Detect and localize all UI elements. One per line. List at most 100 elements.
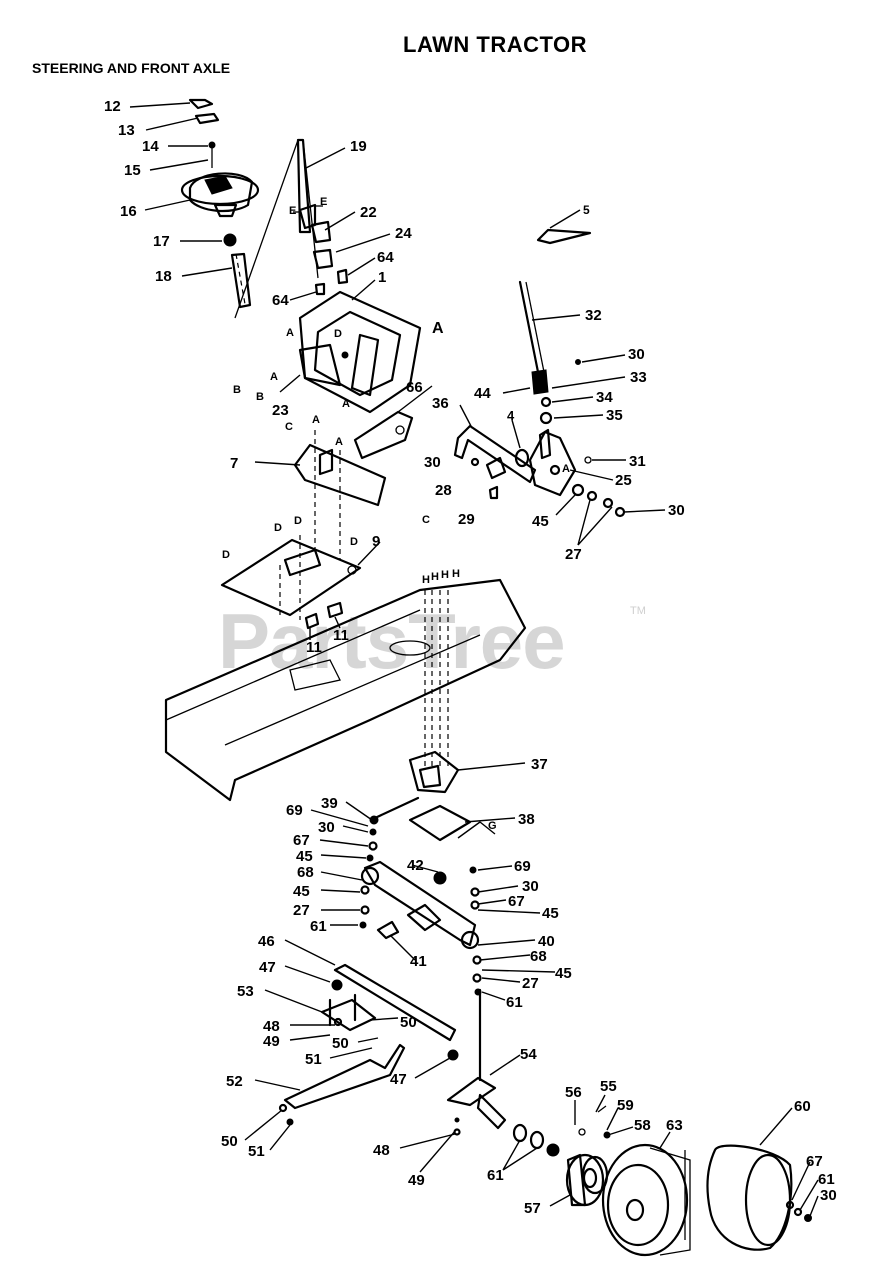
callout-label: 48 bbox=[373, 1142, 390, 1159]
ref-letter: E bbox=[289, 205, 296, 217]
callout-label: 11 bbox=[306, 639, 322, 656]
frame-rail-part bbox=[164, 578, 527, 802]
callout-label: 45 bbox=[532, 513, 549, 530]
callout-label: 45 bbox=[296, 848, 313, 865]
callout-label: 61 bbox=[818, 1171, 835, 1188]
callout-label: 53 bbox=[237, 983, 254, 1000]
callout-label: 47 bbox=[390, 1071, 407, 1088]
callout-label: 61 bbox=[310, 918, 327, 935]
ref-letter: H bbox=[422, 574, 430, 586]
callout-label: 36 bbox=[432, 395, 449, 412]
ref-letter: D bbox=[350, 536, 358, 548]
callout-label: 18 bbox=[155, 268, 172, 285]
callout-label: 56 bbox=[565, 1084, 582, 1101]
callout-label: 46 bbox=[258, 933, 275, 950]
washer-67-61-30-part bbox=[785, 1200, 812, 1222]
ref-letter: H bbox=[431, 571, 439, 583]
bolt-39-part bbox=[369, 796, 420, 825]
callout-label: 39 bbox=[321, 795, 338, 812]
callout-label: 40 bbox=[538, 933, 555, 950]
callout-label: 30 bbox=[424, 454, 441, 471]
callout-label: 29 bbox=[458, 511, 475, 528]
callout-label: 49 bbox=[408, 1172, 425, 1189]
callout-label: 15 bbox=[124, 162, 141, 179]
callout-label: 69 bbox=[286, 802, 303, 819]
callout-label: 14 bbox=[142, 138, 159, 155]
reference-letters: E E A D A A B B A A A C C D D D D G H H … bbox=[222, 196, 570, 832]
ref-letter: B bbox=[256, 391, 264, 403]
callout-label: 17 bbox=[153, 233, 170, 250]
callout-label: 1 bbox=[378, 269, 386, 286]
callout-label: 68 bbox=[530, 948, 547, 965]
ref-letter: H bbox=[452, 568, 460, 580]
drag-link-46-part bbox=[331, 963, 459, 1061]
callout-label: 32 bbox=[585, 307, 602, 324]
callout-label: 30 bbox=[318, 819, 335, 836]
ref-letter: A bbox=[286, 327, 294, 339]
washer-61-part bbox=[512, 1123, 560, 1157]
callout-label: 63 bbox=[666, 1117, 683, 1134]
gear-part bbox=[310, 220, 349, 296]
tire-60-part bbox=[684, 1144, 793, 1251]
callout-label: 66 bbox=[406, 379, 423, 396]
steering-shaft-part bbox=[223, 233, 252, 309]
callout-label: 55 bbox=[600, 1078, 617, 1095]
hub-57-part bbox=[565, 1153, 609, 1207]
floor-plate-9-part bbox=[220, 538, 362, 617]
support-7-part bbox=[279, 430, 387, 620]
front-axle-40-part bbox=[360, 860, 480, 950]
callout-label: 5 bbox=[583, 203, 590, 217]
callout-label: 60 bbox=[794, 1098, 811, 1115]
ref-letter: A bbox=[270, 371, 278, 383]
callout-label: 42 bbox=[407, 857, 424, 874]
ref-letter: D bbox=[334, 328, 342, 340]
callout-label: 50 bbox=[332, 1035, 349, 1052]
callout-label: 69 bbox=[514, 858, 531, 875]
callout-label: 45 bbox=[555, 965, 572, 982]
pinion-25-part bbox=[528, 428, 577, 497]
callout-label: 30 bbox=[628, 346, 645, 363]
callout-label: 16 bbox=[120, 203, 137, 220]
bracket-38-part bbox=[408, 804, 472, 842]
callout-label: 38 bbox=[518, 811, 535, 828]
callout-label: 35 bbox=[606, 407, 623, 424]
callout-label: 45 bbox=[293, 883, 310, 900]
callout-label: 68 bbox=[297, 864, 314, 881]
callout-label: 19 bbox=[350, 138, 367, 155]
ref-letter: A bbox=[312, 414, 320, 426]
callout-label: 31 bbox=[629, 453, 646, 470]
rim-63-part bbox=[601, 1143, 691, 1257]
callout-label: 33 bbox=[630, 369, 647, 386]
fastener-56-59-part bbox=[453, 1105, 611, 1139]
callout-label: 59 bbox=[617, 1097, 634, 1114]
bracket-66-part bbox=[353, 410, 414, 460]
section-title: STEERING AND FRONT AXLE bbox=[32, 60, 231, 76]
callout-label: 7 bbox=[230, 455, 238, 472]
callout-label: 23 bbox=[272, 402, 289, 419]
callout-label: 67 bbox=[293, 832, 310, 849]
ref-letter: D bbox=[274, 522, 282, 534]
callout-label: 27 bbox=[565, 546, 582, 563]
callout-label: 30 bbox=[820, 1187, 837, 1204]
callout-label: 47 bbox=[259, 959, 276, 976]
ref-letter: A bbox=[342, 398, 350, 410]
ref-letter: A bbox=[335, 436, 343, 448]
callout-label: 41 bbox=[410, 953, 427, 970]
page-title: LAWN TRACTOR bbox=[403, 32, 588, 57]
callout-label: 57 bbox=[524, 1200, 541, 1217]
ref-letter: H bbox=[441, 569, 449, 581]
callout-label: 4 bbox=[507, 408, 515, 423]
steering-cap-part bbox=[188, 98, 220, 125]
callout-label: 30 bbox=[522, 878, 539, 895]
callout-label: 24 bbox=[395, 225, 412, 242]
callout-label: 50 bbox=[221, 1133, 238, 1150]
callout-numbers: 12 13 14 15 16 17 18 19 22 24 64 64 1 5 … bbox=[104, 98, 837, 1217]
rod-36-part bbox=[453, 424, 537, 484]
callout-label: 67 bbox=[508, 893, 525, 910]
callout-label: 50 bbox=[400, 1014, 417, 1031]
callout-label: 12 bbox=[104, 98, 121, 115]
ref-letter: C bbox=[285, 421, 293, 433]
steering-segment-53-part bbox=[320, 993, 377, 1032]
